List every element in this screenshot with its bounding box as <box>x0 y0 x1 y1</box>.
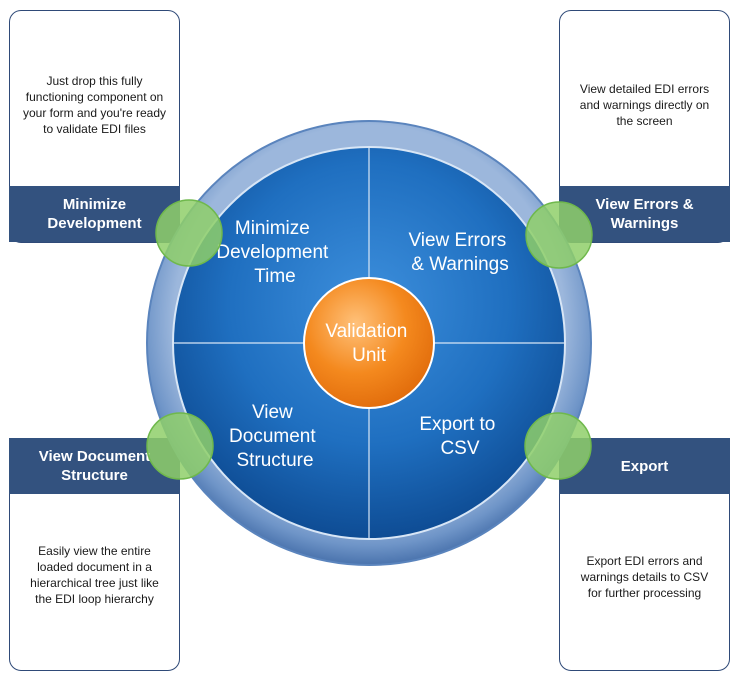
quadrant-label-minimize: Minimize Development Time <box>216 218 333 287</box>
validation-unit-label: Validation Unit <box>325 321 412 366</box>
card-description: Export EDI errors and warnings details t… <box>580 554 709 600</box>
connector-circle-top-left <box>155 199 223 267</box>
quadrant-label-view-errors: View Errors & Warnings <box>408 230 511 275</box>
card-description: View detailed EDI errors and warnings di… <box>579 82 710 128</box>
card-title-minimize-development: Minimize Development <box>9 186 180 242</box>
quadrant-label-view-document: View Document Structure <box>229 402 321 471</box>
card-description: Easily view the entire loaded document i… <box>30 544 159 606</box>
connector-circle-bottom-left <box>146 412 214 480</box>
connector-circle-top-right <box>525 201 593 269</box>
card-description: Just drop this fully functioning compone… <box>22 74 167 136</box>
quadrant-label-export: Export to CSV <box>419 414 500 459</box>
connector-circle-bottom-right <box>524 412 592 480</box>
validation-unit-hub <box>303 277 435 409</box>
card-title-view-document-structure: View Document Structure <box>9 438 180 494</box>
